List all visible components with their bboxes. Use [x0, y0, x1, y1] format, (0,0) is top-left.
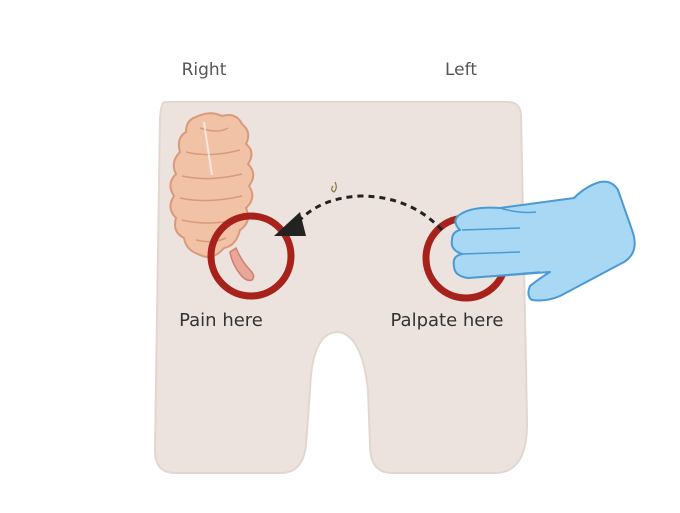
- left-side-label: Left: [445, 60, 477, 80]
- gloved-hand-icon: [450, 180, 636, 302]
- arrow-head: [274, 212, 306, 236]
- pain-here-label: Pain here: [179, 310, 263, 331]
- small-mark: [331, 181, 337, 193]
- appendix-illustration: [229, 246, 255, 282]
- pain-circle: [207, 212, 295, 300]
- palpate-here-label: Palpate here: [390, 310, 504, 331]
- right-side-label: Right: [181, 60, 227, 80]
- dashed-curved-arrow: [296, 194, 444, 232]
